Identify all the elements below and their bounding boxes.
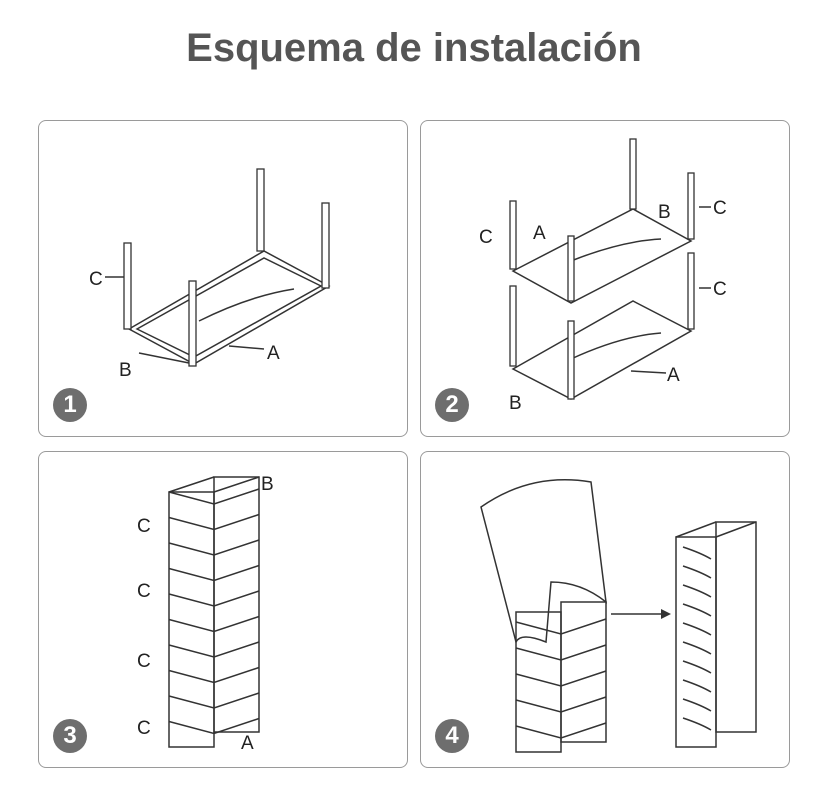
shelf <box>168 564 260 582</box>
shelf <box>682 660 712 674</box>
step-2-panel: B C A C C A B 2 <box>420 120 790 437</box>
shelf <box>515 670 607 687</box>
label-a: A <box>241 733 254 754</box>
step-4-panel: 4 <box>420 451 790 768</box>
step-number-badge: 3 <box>53 719 87 753</box>
shelf <box>682 546 712 560</box>
shelf <box>682 679 712 693</box>
label-a-bottom: A <box>667 365 680 386</box>
shelf <box>168 513 260 531</box>
step-1-panel: C B A 1 <box>38 120 408 437</box>
shelf <box>682 717 712 731</box>
shelf <box>682 584 712 598</box>
shelf <box>682 641 712 655</box>
shelf <box>168 692 260 709</box>
shelf <box>168 590 260 607</box>
label-b: B <box>261 474 274 495</box>
shelf <box>682 622 712 636</box>
label-c: C <box>89 269 103 290</box>
page-title: Esquema de instalación <box>186 26 642 70</box>
shelf <box>515 696 607 713</box>
label-c-2: C <box>137 581 151 602</box>
step-3-panel: B C C C C A 3 <box>38 451 408 768</box>
shelf <box>515 722 607 739</box>
shelf <box>682 698 712 712</box>
shelf <box>168 717 260 735</box>
step-number-badge: 2 <box>435 388 469 422</box>
label-c-1: C <box>137 516 151 537</box>
label-b: B <box>658 202 671 223</box>
step-4-diagram <box>480 479 757 753</box>
label-c-4: C <box>137 718 151 739</box>
shelf <box>682 565 712 579</box>
shelf <box>168 488 260 505</box>
label-c-right: C <box>713 279 727 300</box>
shelf <box>168 539 260 556</box>
label-c-3: C <box>137 651 151 672</box>
shelf <box>168 641 260 658</box>
shelf <box>168 666 260 684</box>
step-number-badge: 1 <box>53 388 87 422</box>
step-1-diagram: C B A <box>89 168 331 381</box>
label-a: A <box>267 343 280 364</box>
label-c-left: C <box>479 227 493 248</box>
label-a-top: A <box>533 223 546 244</box>
label-c-top-right: C <box>713 198 727 219</box>
shelf <box>682 603 712 617</box>
shelf <box>168 615 260 633</box>
shelf <box>515 644 607 661</box>
label-b-bottom: B <box>509 393 522 414</box>
label-b: B <box>119 360 132 381</box>
step-number-badge: 4 <box>435 719 469 753</box>
step-3-diagram: B C C C C A <box>137 474 274 754</box>
shelf <box>515 618 607 635</box>
step-2-diagram: B C A C C A B <box>479 138 727 414</box>
